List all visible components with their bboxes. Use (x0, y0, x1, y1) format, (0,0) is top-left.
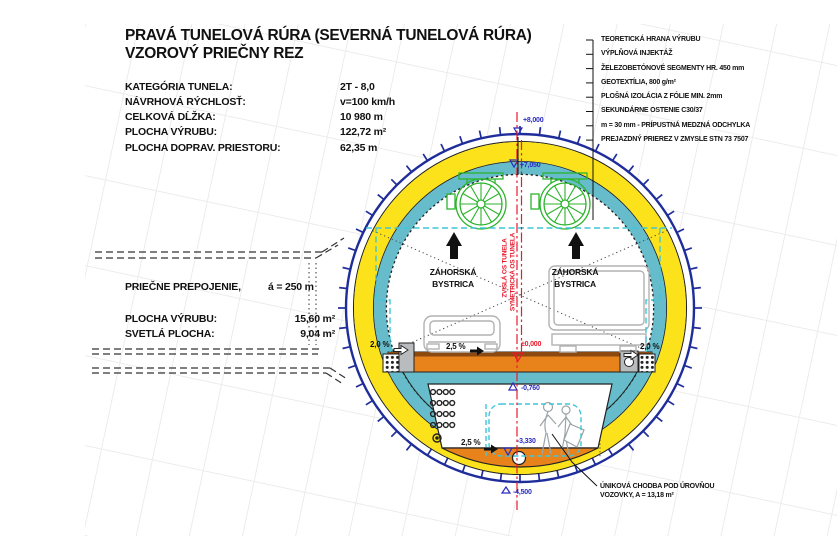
legend-item: SEKUNDÁRNE OSTENIE C30/37 (601, 107, 703, 115)
jet-fans (446, 172, 591, 230)
under-road-structure (402, 371, 638, 468)
legend-item: TEORETICKÁ HRANA VÝRUBU (601, 36, 701, 43)
direction-arrows (446, 232, 584, 259)
people-figures (539, 401, 585, 456)
rock-bolt-ticks (338, 126, 702, 482)
level-corridor (502, 447, 514, 457)
slope-right: 2,0 % (640, 342, 660, 351)
tunnel-axis-lines (516, 112, 523, 510)
legend-item: PLOŠNÁ IZOLÁCIA Z FÓLIE MIN. 2mm (601, 93, 723, 101)
car-outline (423, 315, 501, 353)
cross-passage-value: 15,60 m² (294, 313, 336, 325)
elevation-road: ±0,000 (521, 341, 542, 348)
elevation-crown: +8,000 (523, 117, 544, 124)
param-value: 2T - 8,0 (340, 81, 375, 93)
slope-bottom: 2,5 % (461, 438, 481, 447)
drainage-pipe (511, 450, 527, 466)
level-subroad (507, 381, 519, 391)
param-value: 122,72 m² (340, 126, 387, 138)
legend-item: m = 30 mm - PRÍPUSTNÁ MEDZNÁ ODCHYLKA (601, 121, 751, 129)
level-fan (508, 159, 520, 169)
pavement-layer (388, 352, 652, 357)
leader-lines (517, 137, 598, 487)
corridor-clearance-outline (485, 403, 582, 457)
elevation-invert: -4,500 (513, 489, 532, 496)
param-label: CELKOVÁ DĹŽKA: (125, 111, 216, 123)
legend-item: ŽELEZOBETÓNOVÉ SEGMENTY HR. 450 mm (601, 64, 745, 72)
elevation-subroad: -0,760 (521, 385, 540, 392)
cross-passage-label: PLOCHA VÝRUBU: (125, 313, 217, 325)
param-value: 10 980 m (340, 111, 383, 123)
param-label: PLOCHA VÝRUBU: (125, 126, 217, 138)
direction-label-right: ZÁHORSKÁ (551, 267, 599, 277)
legend-bracket (586, 39, 594, 220)
sight-lines (370, 229, 669, 458)
param-value: 62,35 m (340, 142, 378, 154)
level-road-marker (511, 352, 525, 363)
cable-tray-symbols (429, 388, 456, 443)
direction-label-left: BYSTRICA (432, 279, 474, 289)
drawing-title-line1: PRAVÁ TUNELOVÁ RÚRA (SEVERNÁ TUNELOVÁ RÚ… (125, 27, 532, 44)
direction-label-right: BYSTRICA (554, 279, 596, 289)
roadway (382, 342, 656, 373)
cross-passage-label: SVETLÁ PLOCHA: (125, 328, 215, 340)
param-label: NÁVRHOVÁ RÝCHLOSŤ: (125, 96, 246, 108)
materials-legend: TEORETICKÁ HRANA VÝRUBU VÝPLŇOVÁ INJEKTÁ… (601, 33, 750, 147)
escape-corridor-note: VOZOVKY, A = 13,18 m² (600, 492, 674, 499)
legend-item: GEOTEXTÍLIA, 800 g/m² (601, 78, 676, 86)
cross-passage-heading: PRIEČNE PREPOJENIE, (125, 281, 241, 293)
right-cable-duct (638, 353, 656, 373)
elevation-fan: +7,050 (520, 162, 541, 169)
level-invert (500, 485, 512, 494)
slope-arrows (393, 344, 639, 454)
slope-left: 2,0 % (370, 340, 390, 349)
escape-corridor-note: ÚNIKOVÁ CHODBA POD ÚROVŇOU (600, 483, 715, 490)
param-value: v=100 km/h (340, 96, 395, 108)
drawing-title-line2: VZOROVÝ PRIEČNY REZ (125, 45, 304, 62)
cross-passage-value: 9,04 m² (300, 328, 335, 340)
symmetry-axis-label: SYMETRICKÁ OS TUNELA (509, 232, 517, 312)
slope-center: 2,5 % (446, 342, 466, 351)
legend-item: VÝPLŇOVÁ INJEKTÁŽ (601, 50, 673, 58)
param-label: PLOCHA DOPRAV. PRIESTORU: (125, 142, 281, 154)
vertical-axis-label: ZVISLÁ OS TUNELA (501, 238, 509, 298)
cross-passage-spacing: á = 250 m (268, 281, 314, 293)
left-cable-duct (382, 353, 400, 373)
elevation-corridor: -3,330 (517, 438, 536, 445)
legend-item: PREJAZDNÝ PRIEREZ V ZMYSLE STN 73 7507 (601, 136, 749, 144)
level-markers (500, 127, 524, 494)
direction-label-left: ZÁHORSKÁ (429, 267, 477, 277)
escape-corridor-leader (551, 433, 598, 487)
param-label: KATEGÓRIA TUNELA: (125, 81, 233, 93)
level-crown (512, 127, 524, 137)
cross-passage-outline (92, 237, 348, 385)
clearance-envelope (366, 227, 672, 352)
